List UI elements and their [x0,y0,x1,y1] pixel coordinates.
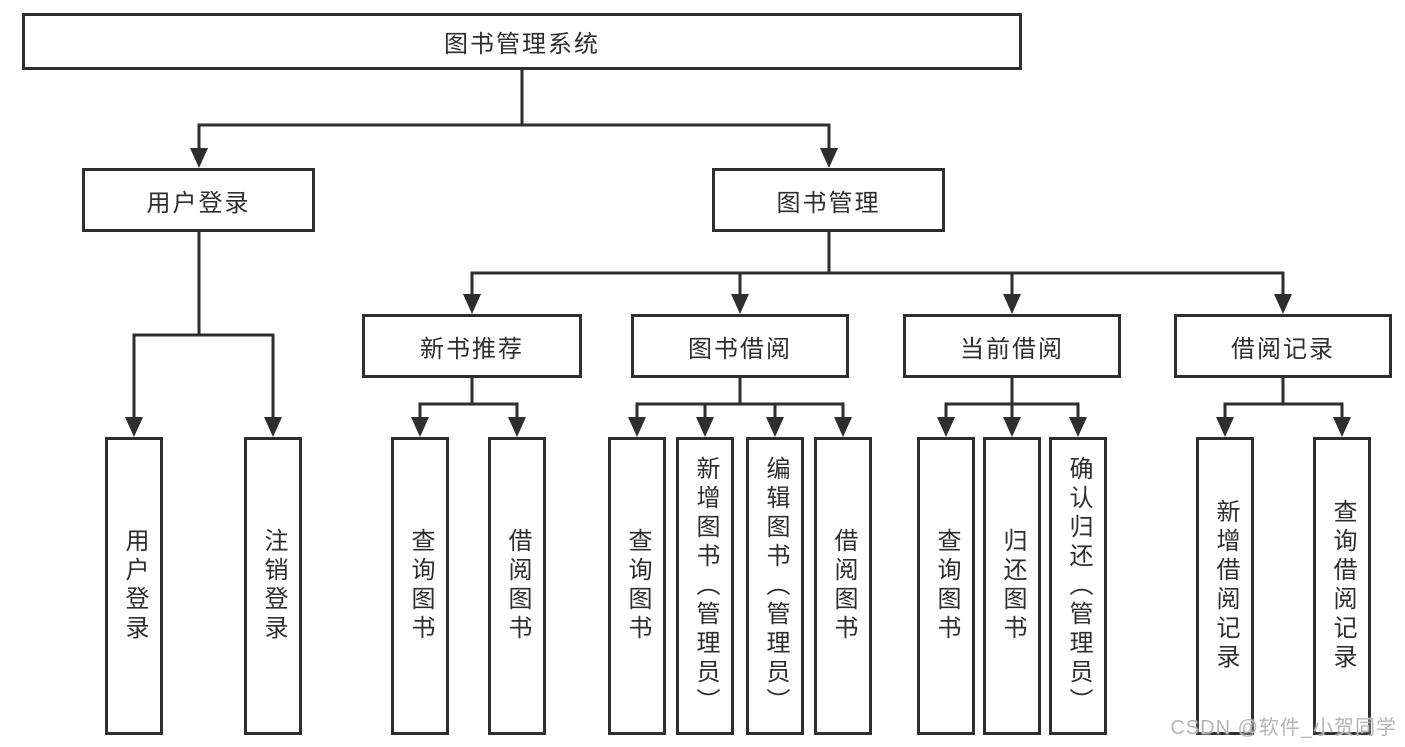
node-label: 图书借阅 [688,335,792,363]
node-book-management: 图书管理 [712,168,945,232]
csdn-watermark: CSDN @软件_小贺同学 [1170,717,1397,739]
node-label: 编辑图书（管理员） [762,455,789,717]
node-label: 借阅图书 [504,528,531,644]
node-label: 图书管理 [776,189,881,217]
leaf-add-borrow-record: 新增借阅记录 [1196,437,1254,735]
node-label: 用户登录 [146,189,251,217]
leaf-borrow-books-recommend: 借阅图书 [488,437,546,735]
node-label: 借阅图书 [830,528,857,644]
node-label: 图书管理系统 [444,31,600,58]
node-user-login: 用户登录 [82,168,315,232]
node-label: 新增借阅记录 [1212,499,1239,673]
leaf-query-books-recommend: 查询图书 [391,437,449,735]
node-current-borrow: 当前借阅 [903,314,1121,378]
node-borrow-records: 借阅记录 [1174,314,1392,378]
node-label: 查询借阅记录 [1329,499,1356,673]
leaf-borrow-books: 借阅图书 [814,437,872,735]
leaf-edit-book-admin: 编辑图书（管理员） [746,437,804,735]
node-label: 新书推荐 [420,335,524,363]
node-label: 用户登录 [121,528,148,644]
node-label: 借阅记录 [1231,335,1335,363]
node-label: 查询图书 [624,528,651,644]
node-label: 注销登录 [260,528,287,644]
leaf-return-book: 归还图书 [983,437,1041,735]
leaf-user-login: 用户登录 [105,437,163,735]
node-label: 新增图书（管理员） [692,455,719,717]
leaf-query-books-borrow: 查询图书 [608,437,666,735]
node-root: 图书管理系统 [22,13,1022,70]
leaf-add-book-admin: 新增图书（管理员） [676,437,734,735]
node-label: 查询图书 [407,528,434,644]
leaf-confirm-return-admin: 确认归还（管理员） [1049,437,1107,735]
node-new-book-recommend: 新书推荐 [362,314,582,378]
node-label: 确认归还（管理员） [1065,455,1092,717]
leaf-query-borrow-record: 查询借阅记录 [1313,437,1371,735]
node-label: 当前借阅 [960,335,1064,363]
leaf-logout: 注销登录 [244,437,302,735]
leaf-query-books-current: 查询图书 [917,437,975,735]
node-label: 查询图书 [933,528,960,644]
node-book-borrow: 图书借阅 [631,314,849,378]
node-label: 归还图书 [999,528,1026,644]
